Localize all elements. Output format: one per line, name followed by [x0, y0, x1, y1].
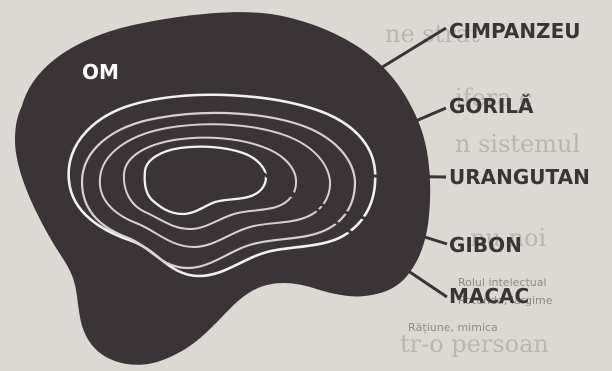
- gibbon-label: GIBON: [449, 233, 522, 257]
- gorilla-label: GORILĂ: [449, 94, 534, 118]
- background-small-text-3: Rățiune, mimica: [408, 321, 498, 334]
- orangutan-label: URANGUTAN: [449, 165, 590, 189]
- background-text-3: n sistemul: [455, 130, 580, 158]
- orangutan-leader-line: [371, 176, 446, 177]
- background-text-5: tr-o persoan: [400, 330, 549, 358]
- human-label: OM: [82, 60, 119, 84]
- chimpanzee-label: CIMPANZEU: [449, 19, 580, 43]
- macaque-label: MACAC: [449, 284, 529, 308]
